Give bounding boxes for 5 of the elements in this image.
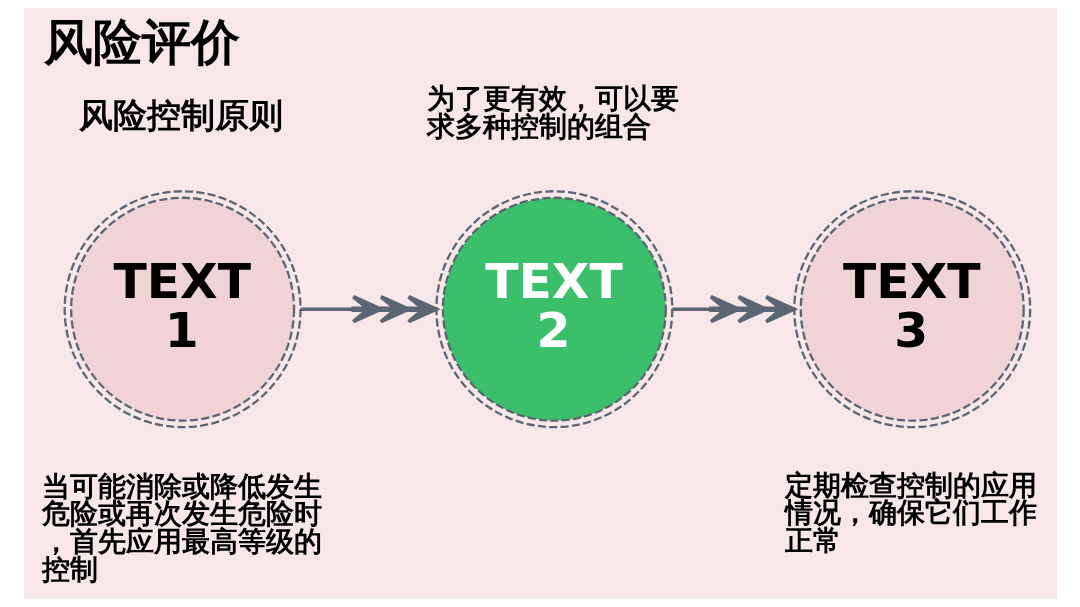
node-label: 为了更有效，可以要求多种控制的组合 (426, 82, 679, 144)
node-label: 当可能消除或降低发生危险或再次发生危险时，首先应用最高等级的控制 (41, 469, 322, 586)
diagram-title: 风险评价 (43, 13, 240, 71)
node-label: 定期检查控制的应用情况，确保它们工作正常 (784, 468, 1037, 558)
label: 风险控制原则 (78, 95, 283, 136)
